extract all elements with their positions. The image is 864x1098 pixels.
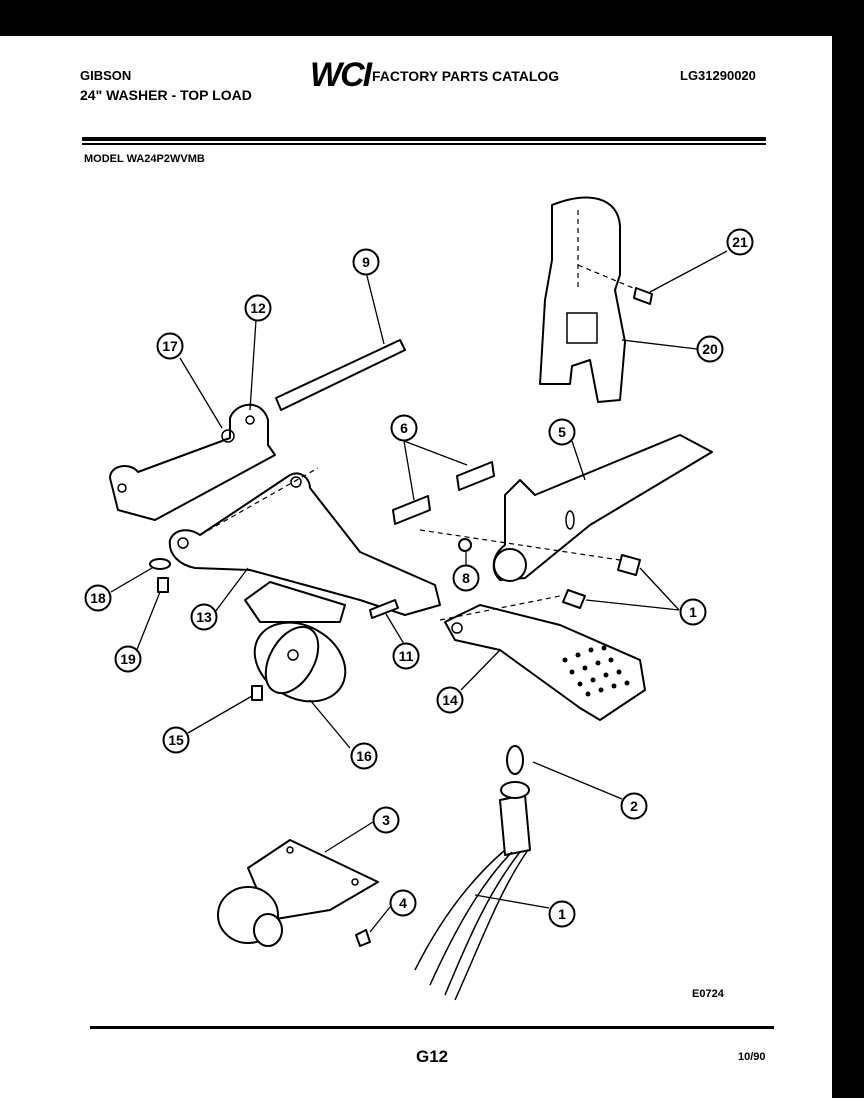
- part-4-screw: [355, 929, 371, 947]
- part-5-arm: [492, 434, 713, 582]
- callout-11: 11: [392, 642, 420, 670]
- callout-1: 1: [679, 598, 707, 626]
- callout-15: 15: [162, 726, 190, 754]
- wci-logo: WCI: [310, 56, 372, 94]
- callout-label: 11: [399, 648, 414, 664]
- callout-label: 4: [399, 895, 407, 911]
- part-14-pedal: [444, 604, 646, 721]
- small-hardware: [149, 467, 641, 701]
- part-13-lever: [168, 472, 441, 616]
- part-16-caster: [244, 581, 347, 703]
- callout-17: 17: [156, 332, 184, 360]
- callout-label: 2: [630, 798, 638, 814]
- callout-label: 1: [558, 906, 566, 922]
- part-21-screw: [633, 287, 653, 305]
- callout-label: 6: [400, 420, 408, 436]
- callout-19: 19: [114, 645, 142, 673]
- callout-1: 1: [548, 900, 576, 928]
- callout-21: 21: [726, 228, 754, 256]
- part-3-caster: [217, 839, 379, 947]
- callout-3: 3: [372, 806, 400, 834]
- callout-2: 2: [620, 792, 648, 820]
- model-number: MODEL WA24P2WVMB: [84, 153, 205, 165]
- callout-label: 3: [382, 812, 390, 828]
- part-1-hose: [414, 745, 531, 1001]
- page-code: G12: [416, 1047, 449, 1066]
- callout-6: 6: [390, 414, 418, 442]
- callout-5: 5: [548, 418, 576, 446]
- callout-label: 17: [162, 338, 178, 354]
- callout-14: 14: [436, 686, 464, 714]
- callout-8: 8: [452, 564, 480, 592]
- callout-label: 9: [362, 254, 370, 270]
- catalog-number: LG31290020: [680, 68, 756, 83]
- header-rules: [82, 137, 774, 1029]
- callout-label: 14: [442, 692, 458, 708]
- callout-16: 16: [350, 742, 378, 770]
- part-9-rod: [275, 339, 406, 411]
- callout-label: 5: [558, 424, 566, 440]
- product-description: 24" WASHER - TOP LOAD: [80, 87, 252, 103]
- leader-lines: [110, 250, 728, 933]
- callout-label: 20: [702, 341, 718, 357]
- callout-group: 21 9 12 17 20 6 5 8 1 18 13 11 19 14 15 16 2 3 4 1: [84, 228, 754, 928]
- part-6-clips: [392, 461, 495, 525]
- callout-label: 8: [462, 570, 470, 586]
- brand-name: GIBSON: [80, 68, 132, 83]
- callout-20: 20: [696, 335, 724, 363]
- catalog-title: FACTORY PARTS CATALOG: [372, 68, 560, 84]
- callout-9: 9: [352, 248, 380, 276]
- callout-label: 21: [732, 234, 748, 250]
- callout-label: 19: [120, 651, 136, 667]
- callout-label: 12: [250, 300, 266, 316]
- callout-label: 16: [356, 748, 372, 764]
- callout-label: 13: [196, 609, 212, 625]
- callout-label: 18: [90, 590, 106, 606]
- callout-label: 1: [689, 604, 697, 620]
- callout-4: 4: [389, 889, 417, 917]
- figure-code: E0724: [692, 988, 724, 1000]
- callout-12: 12: [244, 294, 272, 322]
- part-12-bracket: [109, 403, 276, 521]
- print-date: 10/90: [738, 1051, 766, 1063]
- callout-label: 15: [168, 732, 184, 748]
- callout-13: 13: [190, 603, 218, 631]
- callout-18: 18: [84, 584, 112, 612]
- catalog-page: [0, 36, 832, 1098]
- part-20-bracket: [539, 196, 639, 403]
